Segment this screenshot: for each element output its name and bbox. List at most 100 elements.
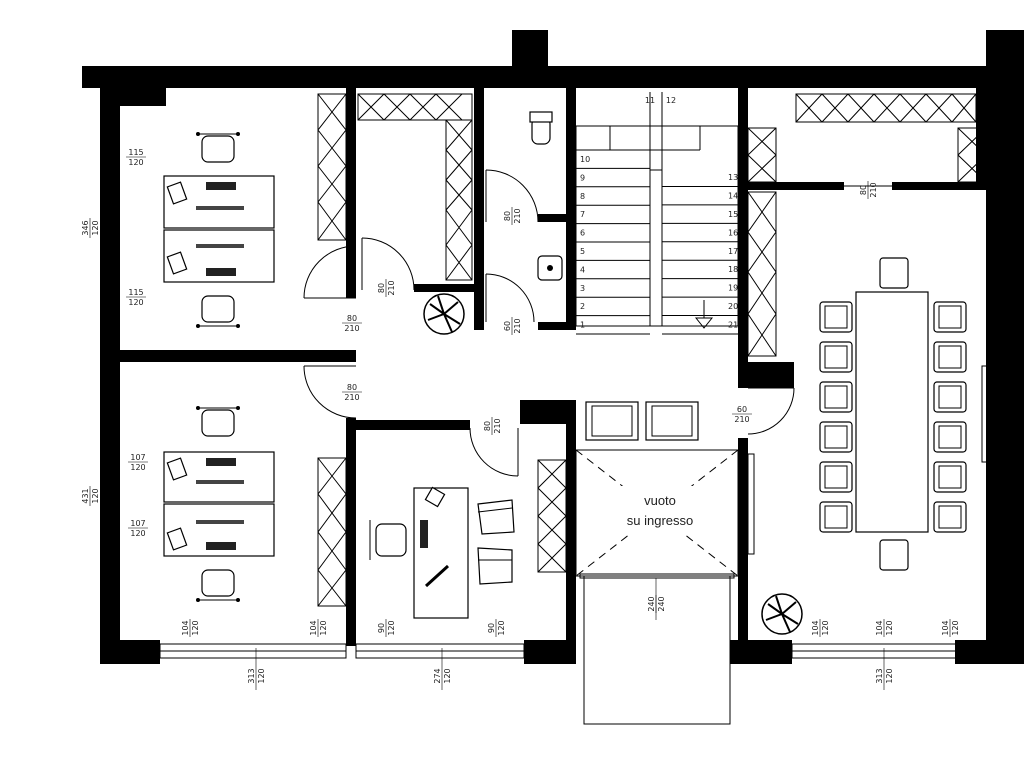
svg-text:120: 120 [951,620,960,635]
wardrobe-meeting [747,191,777,357]
svg-text:80: 80 [347,383,357,392]
door-director [469,427,519,477]
toilet-tank [529,111,553,123]
wall-wc-south [538,322,572,330]
wall-director-north [356,420,470,430]
svg-text:80: 80 [377,283,386,293]
stair-step-number: 17 [728,247,738,256]
wardrobe-storage [747,93,987,183]
door-closet [361,237,415,291]
void-label-line1: vuoto [644,493,676,508]
door-wc2 [485,273,535,323]
stair-step-number: 5 [580,247,585,256]
office-chair-icon [196,406,240,437]
dim-door-7: 80 210 [483,417,502,435]
svg-text:210: 210 [344,324,359,333]
office2-furniture [163,406,275,602]
wall-director-east [566,400,576,646]
wall-stair-west [566,88,576,330]
meeting-furniture [819,257,967,571]
director-furniture [369,486,515,619]
stair-step-number: 20 [728,302,738,311]
svg-text:240: 240 [657,596,666,611]
svg-text:120: 120 [387,620,396,635]
stair-step-number: 9 [580,173,585,182]
dim-door-1: 80 210 [342,314,362,333]
svg-text:104: 104 [941,620,950,635]
wardrobe-office1 [317,93,347,241]
director-desk [413,487,469,619]
dim-door-6: 60 210 [732,405,752,424]
svg-text:120: 120 [130,529,145,538]
svg-text:120: 120 [128,158,143,167]
svg-text:90: 90 [487,623,496,633]
chairs-right [933,301,967,533]
stair-step-number: 1 [580,321,585,330]
monitor-icon [420,520,428,548]
svg-text:120: 120 [91,220,100,235]
east-wall [986,30,1024,664]
wardrobes [317,93,987,607]
svg-text:120: 120 [497,620,506,635]
svg-text:104: 104 [181,620,190,635]
armchair-icon [477,499,515,535]
dim-bot-4: 90 120 [487,619,506,637]
svg-text:120: 120 [885,668,894,683]
wall-wc-mid [538,214,572,222]
dim-window-west-top: 346 120 [81,218,100,238]
pen-icon [424,564,450,588]
dim-window-west-bottom: 431 120 [81,486,100,506]
void-area [575,449,739,577]
svg-text:210: 210 [734,415,749,424]
dim-under-1: 313 120 [247,668,266,683]
stair-step-number: 7 [580,210,585,219]
meeting-chair-left-icon [819,381,853,413]
svg-text:107: 107 [130,453,145,462]
svg-text:120: 120 [443,668,452,683]
stair-step-number: 18 [728,265,738,274]
wardrobe-director [537,459,567,573]
dim-door-2: 80 210 [342,383,362,402]
hall-furniture [585,401,699,441]
svg-text:210: 210 [387,280,396,295]
wall-west-mid [100,332,120,366]
svg-text:80: 80 [483,421,492,431]
monitor-icon [206,182,236,190]
svg-text:115: 115 [128,288,143,297]
keyboard-icon [196,244,244,248]
phone-icon [424,486,446,508]
dim-door-5: 60 210 [503,317,522,335]
keyboard-icon [196,206,244,210]
armchair-icon [477,547,513,585]
dim-bot-3: 90 120 [377,619,396,637]
wall-wc-west [474,88,484,330]
svg-text:431: 431 [81,488,90,503]
office-chair-icon [369,520,407,560]
dim-door-3: 80 210 [377,279,396,297]
entrance-threshold [579,573,735,579]
wall-closet-south [414,284,474,292]
svg-text:210: 210 [869,182,878,197]
chair-head-top [879,257,909,289]
svg-text:313: 313 [247,668,256,683]
stair-step-number: 15 [728,210,738,219]
stair-step-number: 2 [580,302,585,311]
office-chair-icon [196,569,240,602]
svg-text:346: 346 [81,220,90,235]
phone-icon [166,181,188,205]
svg-text:210: 210 [344,393,359,402]
door-wc1 [485,169,539,223]
svg-text:120: 120 [128,298,143,307]
stair-well [649,169,663,327]
svg-text:120: 120 [319,620,328,635]
dim-bot-2: 104 120 [309,619,328,637]
stair-step-number: 4 [580,265,585,274]
wall-office2-east [346,418,356,646]
phone-icon [166,251,188,275]
svg-text:274: 274 [433,668,442,683]
svg-text:104: 104 [811,620,820,635]
stair-step-number: 16 [728,228,738,237]
